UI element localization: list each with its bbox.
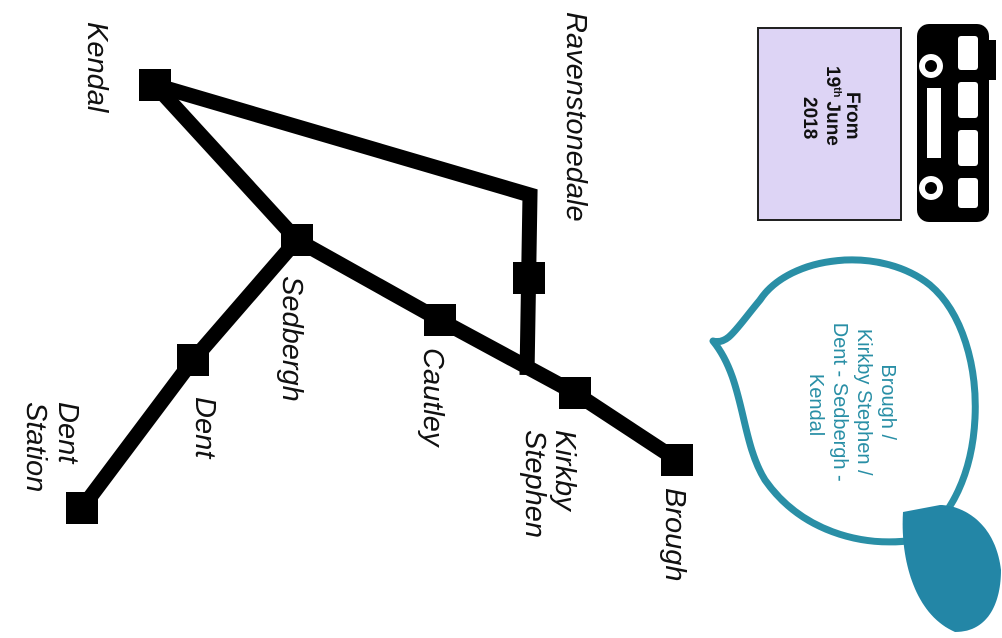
stop-marker-kendal [139, 69, 171, 101]
stop-label-ravenstonedale: Ravenstonedale [560, 12, 592, 222]
stop-marker-ravenstonedale [513, 262, 545, 294]
stop-label-cautley: Cautley [417, 348, 449, 448]
stop-labels: Kendal Ravenstonedale Sedbergh Cautley K… [20, 12, 691, 582]
stop-marker-sedbergh [281, 224, 313, 256]
route-line-kendal-ravenstonedale-kirkby [152, 77, 538, 376]
route-line-sedbergh-brough [293, 233, 682, 467]
stop-label-kirkby-stephen: Kirkby Stephen [519, 430, 581, 538]
stop-marker-dent-station [66, 492, 98, 524]
bubble-text: Brough / Kirkby Stephen / Dent - Sedberg… [805, 323, 899, 488]
bus-icon [917, 24, 996, 222]
stop-label-dent-station: Dent Station [20, 402, 84, 492]
route-line-kendal-sedbergh [149, 79, 303, 246]
stop-label-kendal: Kendal [81, 22, 113, 114]
stop-markers [66, 69, 693, 524]
stop-marker-cautley [424, 304, 456, 336]
stop-marker-dent [177, 344, 209, 376]
stop-label-sedbergh: Sedbergh [276, 276, 308, 402]
notice-date: 19thJune [822, 66, 843, 146]
stop-label-dent: Dent [189, 397, 221, 460]
notice-year: 2018 [799, 97, 820, 139]
stop-label-brough: Brough [659, 488, 691, 582]
speech-bubble: Brough / Kirkby Stephen / Dent - Sedberg… [709, 256, 1001, 632]
stop-marker-kirkby-stephen [559, 377, 591, 409]
notice-from: From [842, 92, 863, 140]
start-date-notice: From 19thJune 2018 [757, 27, 902, 221]
stop-marker-brough [661, 444, 693, 476]
